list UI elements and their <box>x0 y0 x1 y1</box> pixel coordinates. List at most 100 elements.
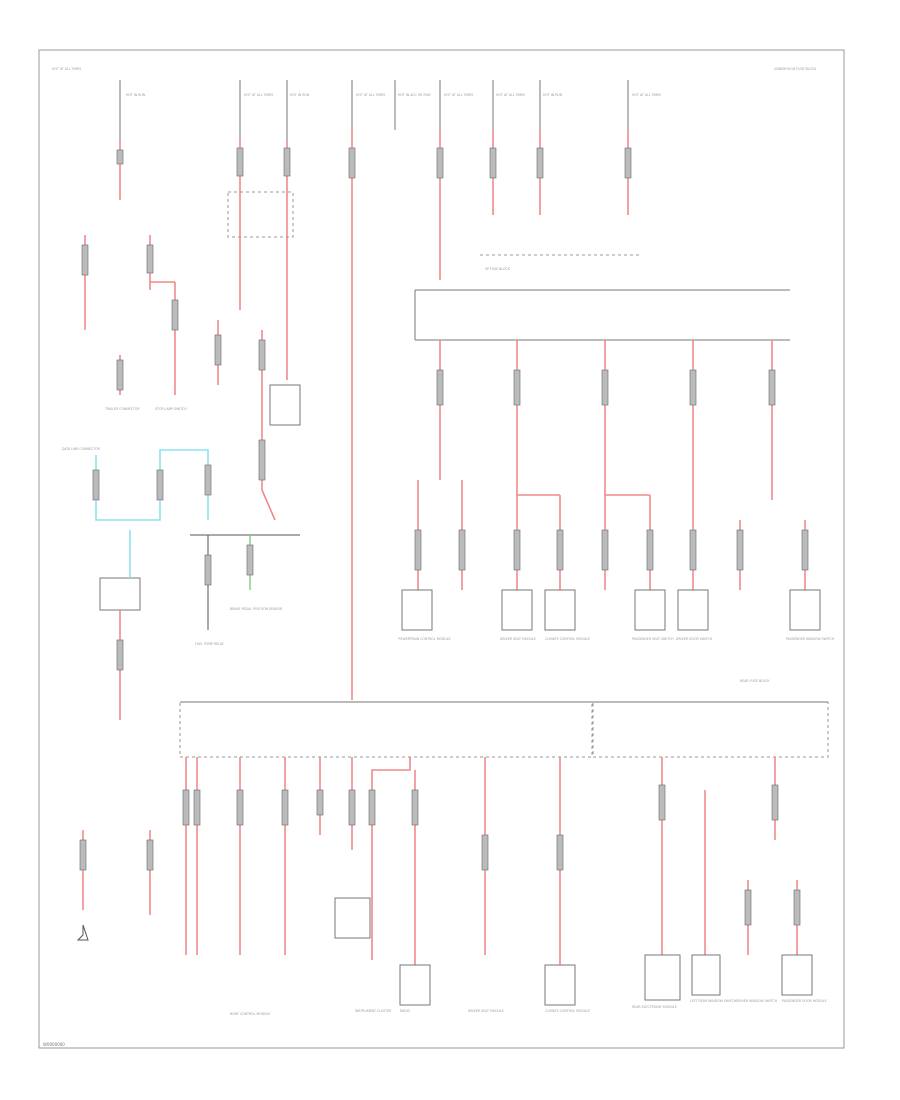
connector-icon <box>236 789 244 826</box>
connector-icon <box>146 839 154 871</box>
component-label: DRIVER DOOR SWITCH <box>676 637 713 641</box>
module-box <box>781 954 813 996</box>
component-label: LEFT REAR WINDOW SWITCH <box>690 999 737 1003</box>
component-label: INSTRUMENT CLUSTER <box>355 1009 392 1013</box>
connector-icon <box>646 529 654 571</box>
component-label: TRAILER CONNECTOR <box>104 407 140 411</box>
connector-icon <box>513 369 521 406</box>
module-box <box>789 589 821 631</box>
component-label: PASSENGER SEAT SWITCH <box>632 637 674 641</box>
connector-icon <box>436 369 444 406</box>
connector-icon <box>193 789 201 826</box>
component-label: STOP LAMP SWITCH <box>155 407 187 411</box>
connector-icon <box>771 784 779 821</box>
connector-icon <box>204 464 212 496</box>
fuse-icon <box>536 147 544 179</box>
right-upper-group <box>401 254 821 631</box>
module-box <box>334 897 371 939</box>
bcm-module-outline <box>179 701 593 758</box>
connector-icon <box>258 339 266 371</box>
connector-icon <box>146 244 154 274</box>
connector-icon <box>258 439 266 481</box>
connector-icon <box>316 789 324 816</box>
connector-icon <box>182 789 190 826</box>
module-box <box>644 954 681 1001</box>
connector-icon <box>368 789 376 826</box>
module-box <box>401 589 433 631</box>
top-label: HOT AT ALL TIMES <box>632 93 661 97</box>
fuse-icon <box>236 147 244 177</box>
fuse-icon <box>283 147 291 177</box>
component-label: PASSENGER WINDOW SWITCH <box>786 637 835 641</box>
connector-icon <box>601 369 609 406</box>
fuse-icon <box>489 147 497 179</box>
component-label: BRAKE PEDAL POSITION SENSOR <box>230 607 283 611</box>
corner-label: W0000000 <box>43 1042 65 1047</box>
component-label: POWERTRAIN CONTROL MODULE <box>398 637 451 641</box>
connector-icon <box>116 639 124 671</box>
top-label: HOT AT ALL TIMES <box>244 93 273 97</box>
component-label: CLIMATE CONTROL MODULE <box>545 1009 590 1013</box>
component-label: CLIMATE CONTROL MODULE <box>545 637 590 641</box>
bcm-block-group <box>179 701 829 1006</box>
top-label: HOT IN RUN <box>126 93 146 97</box>
connector-icon <box>116 359 124 391</box>
connector-icon <box>658 784 666 821</box>
connector-icon <box>601 529 609 571</box>
connector-icon <box>81 244 89 276</box>
footer-label: BODY CONTROL MODULE <box>230 1012 270 1016</box>
relay-box <box>227 191 294 238</box>
connector-icon <box>513 529 521 571</box>
connector-icon <box>411 789 419 826</box>
connector-icon <box>79 839 87 871</box>
module-box <box>677 589 709 631</box>
top-label: HOT AT ALL TIMES <box>444 93 473 97</box>
switch-box <box>99 577 141 611</box>
connector-icon <box>214 334 222 366</box>
connector-icon <box>689 529 697 571</box>
connector-icon <box>414 529 422 571</box>
top-label: HOT IN RUN <box>543 93 563 97</box>
connector-icon <box>171 299 179 331</box>
fuse-icon <box>116 149 124 165</box>
top-label: HOT IN RUN <box>290 93 310 97</box>
component-label: DRIVER SEAT MODULE <box>468 1009 504 1013</box>
component-label: DRIVER WINDOW SWITCH <box>736 999 778 1003</box>
module-box <box>501 589 533 631</box>
connector-icon <box>156 469 164 501</box>
fuse-icon <box>624 147 632 179</box>
component-label: REAR ELECTRONIC MODULE <box>632 1005 677 1009</box>
module-box <box>399 964 431 1006</box>
module-box <box>544 589 576 631</box>
connector-icon <box>801 529 809 571</box>
module-box <box>691 954 721 996</box>
connector-icon <box>768 369 776 406</box>
connector-icon <box>481 834 489 871</box>
top-label: HOT AT ALL TIMES <box>356 93 385 97</box>
connector-icon <box>744 889 752 926</box>
top-label: HOT AT ALL TIMES <box>496 93 525 97</box>
connector-icon <box>556 529 564 571</box>
fuse-icon <box>436 147 444 179</box>
top-feed-group <box>116 80 632 700</box>
component-label: DATA LINK CONNECTOR <box>62 447 101 451</box>
connector-icon <box>348 789 356 826</box>
module-box <box>634 589 666 631</box>
connector-icon <box>246 544 254 576</box>
module-label: REAR FUSE BLOCK <box>740 679 770 683</box>
left-branch-group <box>76 191 301 941</box>
connector-icon <box>736 529 744 571</box>
component-label: FUEL PUMP RELAY <box>195 642 224 646</box>
connector-icon <box>458 529 466 571</box>
top-label: HOT AT ALL TIMES <box>52 67 81 71</box>
diagram-frame <box>38 49 845 1049</box>
module-label: I/P FUSE BLOCK <box>485 267 511 271</box>
connector-icon <box>281 789 289 826</box>
connector-icon <box>204 554 212 586</box>
top-label: UNDERHOOD FUSE BLOCK <box>774 67 817 71</box>
component-label: RADIO <box>400 1009 411 1013</box>
connector-icon <box>689 369 697 406</box>
fuse-block-outline <box>592 701 829 758</box>
fuse-icon <box>348 147 356 179</box>
module-box <box>544 964 576 1006</box>
